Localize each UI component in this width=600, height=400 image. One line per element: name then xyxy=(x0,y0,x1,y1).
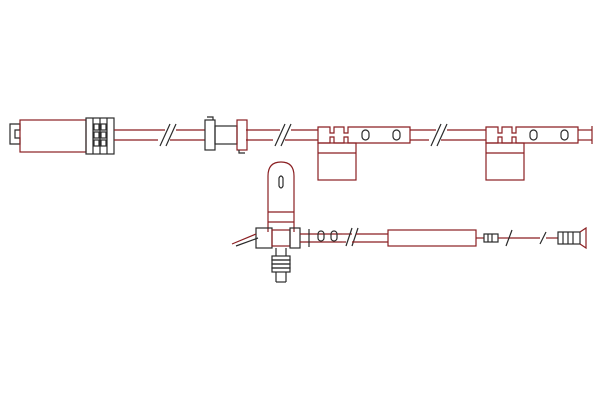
lower-wear-sensor-cable xyxy=(231,161,587,283)
upper-break-marks xyxy=(159,123,448,147)
lower-left-break xyxy=(231,233,259,247)
upper-grommet xyxy=(204,116,248,154)
lower-sensor-wire xyxy=(476,229,558,247)
lower-sleeve xyxy=(387,229,477,247)
lower-cable-wire xyxy=(342,227,388,247)
lower-connector-stub xyxy=(271,248,291,283)
upper-connector-plug xyxy=(9,117,115,155)
upper-wear-sensor-cable xyxy=(9,116,593,181)
upper-clip-2 xyxy=(485,126,579,181)
upper-clip-1 xyxy=(317,126,411,181)
lower-mounting-bracket xyxy=(267,161,295,232)
lower-sensor-tip xyxy=(557,226,587,250)
lower-junction-block xyxy=(255,227,342,249)
upper-cable-wire xyxy=(114,129,592,141)
